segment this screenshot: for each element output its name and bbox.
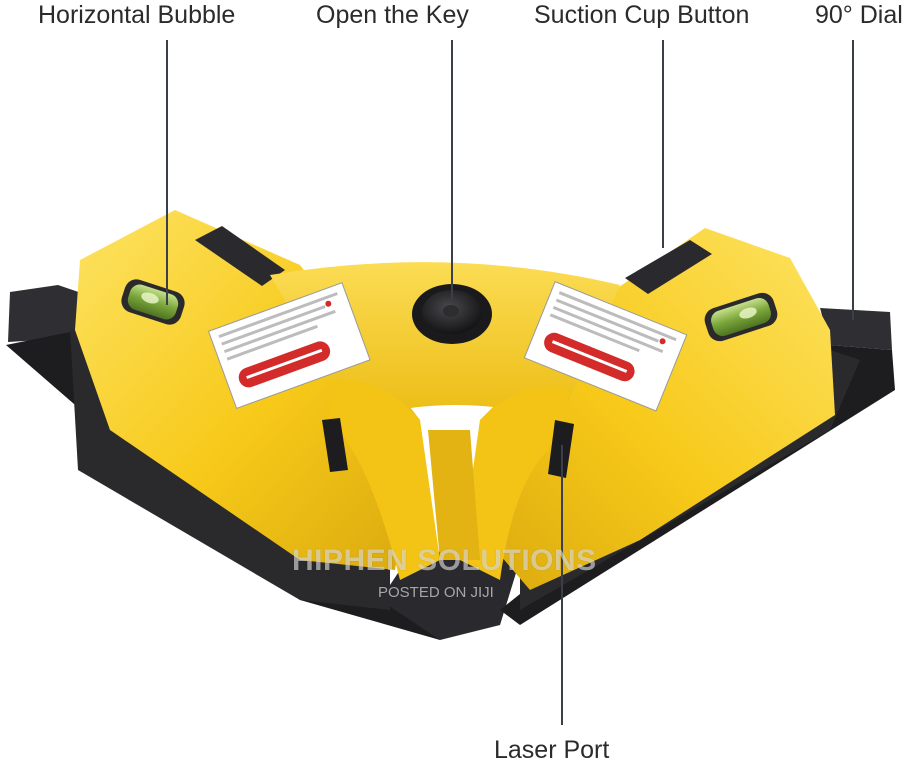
callout-laser-port: Laser Port — [494, 736, 610, 764]
watermark-posted: POSTED ON JIJI — [378, 584, 494, 601]
center-notch-left — [330, 379, 440, 580]
center-gap — [428, 430, 480, 560]
watermark-brand: HIPHEN SOLUTIONS — [292, 544, 597, 577]
callout-horizontal-bubble: Horizontal Bubble — [38, 1, 236, 29]
base-plate-right — [820, 308, 892, 350]
leader-lines — [166, 40, 854, 725]
center-notch-right — [460, 386, 570, 580]
key-knob — [412, 284, 492, 344]
bubble-vial-right — [704, 292, 778, 342]
callout-dial: 90° Dial — [815, 1, 903, 29]
callout-open-the-key: Open the Key — [316, 1, 469, 29]
bubble-vial-left — [121, 279, 185, 325]
callout-suction-cup-button: Suction Cup Button — [534, 1, 750, 29]
warning-label-right — [523, 281, 688, 412]
base-plate-left — [8, 285, 96, 342]
right-arm-slot — [625, 240, 712, 294]
left-arm-slot — [195, 226, 285, 286]
warning-label-left — [207, 282, 371, 410]
key-knob-center — [443, 305, 459, 317]
